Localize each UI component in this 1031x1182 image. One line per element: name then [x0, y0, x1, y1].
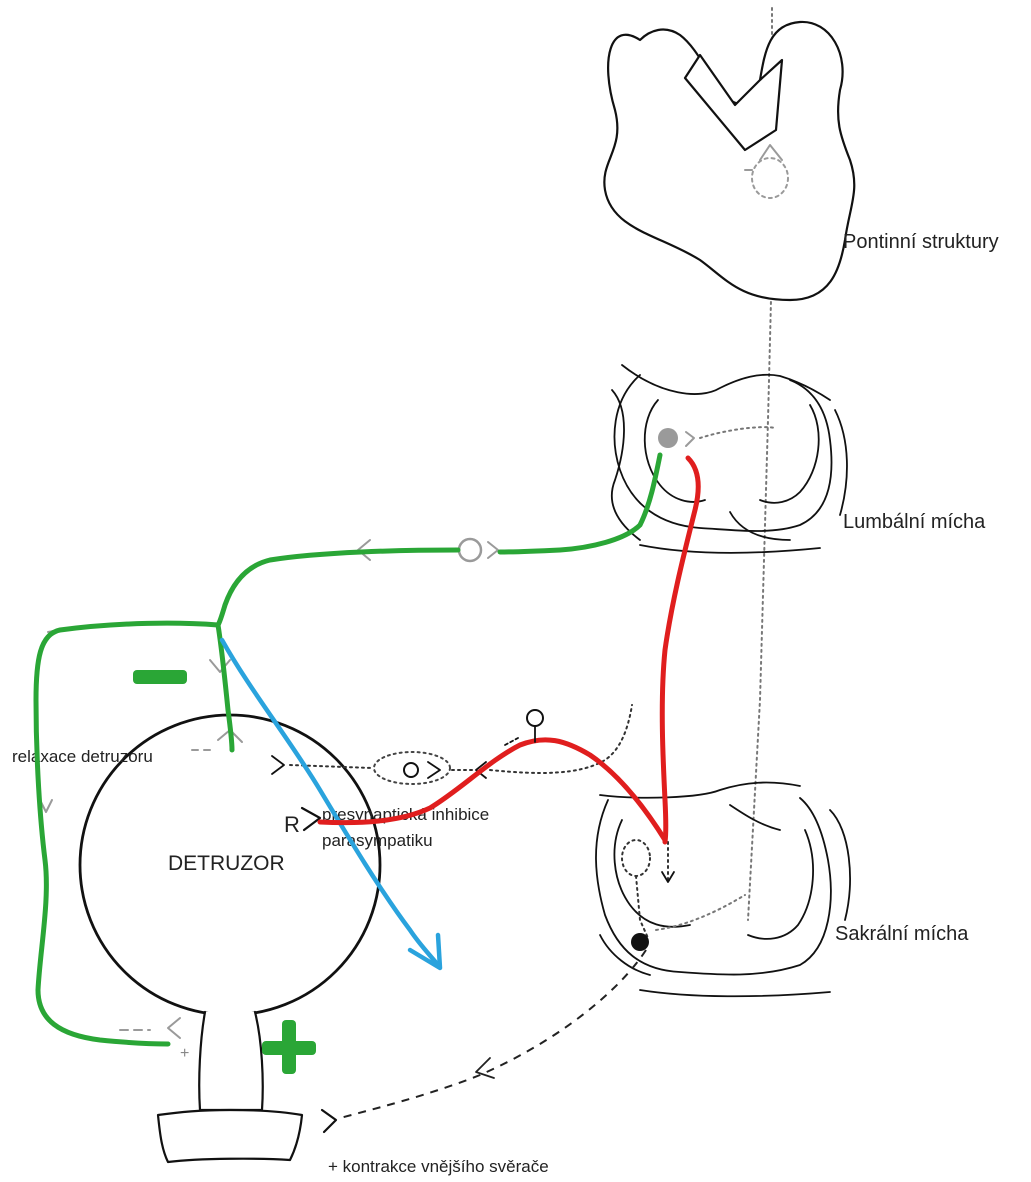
- sacral-cord: [596, 783, 850, 997]
- minus-sign: [133, 670, 187, 684]
- lumbar-label: Lumbální mícha: [843, 511, 986, 533]
- pons: [604, 22, 854, 300]
- bladder: [80, 715, 380, 1162]
- lumbar-cord: [612, 365, 847, 553]
- receptor-label: R: [284, 812, 300, 837]
- lumbar-neuron-soma: [658, 428, 678, 448]
- pontine-label: Pontinní struktury: [843, 231, 999, 253]
- sacral-motor-neuron: [631, 933, 649, 951]
- sphincter-label: + kontrakce vnějšího svěrače: [328, 1157, 549, 1176]
- detrusor-label: DETRUZOR: [168, 852, 285, 875]
- sacral-label: Sakrální mícha: [835, 923, 969, 945]
- red-pathway: [320, 458, 698, 842]
- relaxation-label: relaxace detruzoru: [12, 747, 153, 766]
- sympathetic-ganglion: [459, 539, 481, 561]
- presynaptic-label-2: parasympatiku: [322, 831, 433, 850]
- small-plus: +: [180, 1045, 189, 1062]
- plus-sign: [262, 1020, 316, 1074]
